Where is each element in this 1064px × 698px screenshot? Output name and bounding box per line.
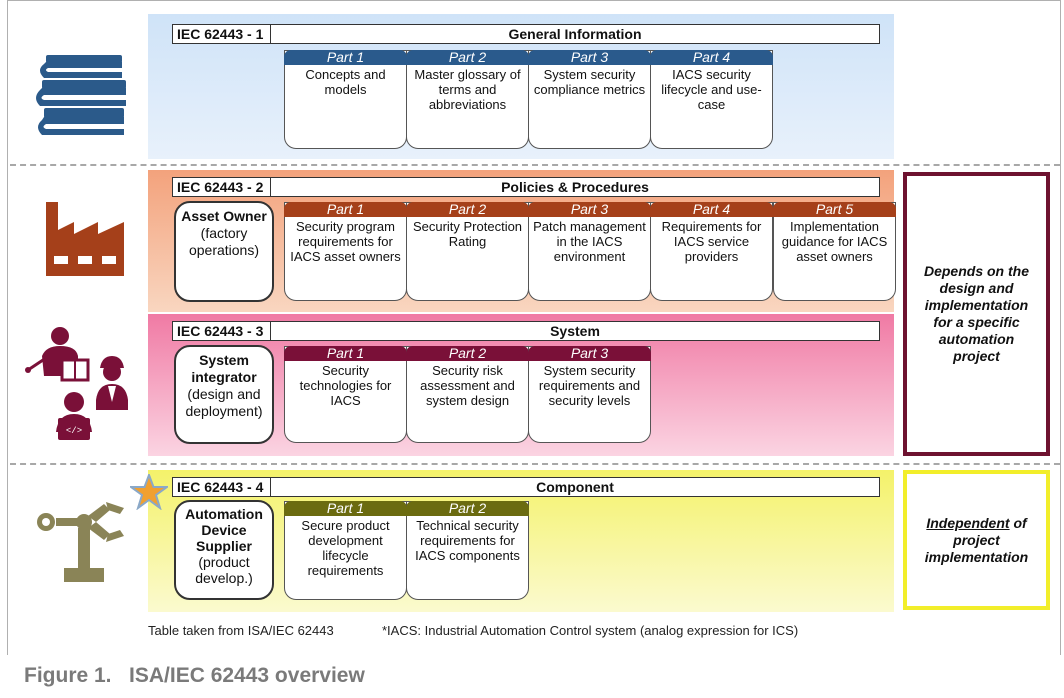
part-label: Part 2 [406, 202, 529, 217]
part-label: Part 4 [650, 50, 773, 65]
group-3-title: System [550, 323, 600, 339]
part-label: Part 1 [284, 50, 407, 65]
actor-desc: (design and deployment) [185, 386, 263, 419]
star-icon [130, 474, 168, 510]
part-text: Security Protection Rating [412, 219, 523, 249]
separator-1 [10, 164, 1060, 166]
part-label: Part 2 [406, 50, 529, 65]
part-text: System security compliance metrics [533, 67, 646, 97]
group-2-title: Policies & Procedures [501, 179, 649, 195]
actor-role: System integrator [191, 352, 257, 385]
group-2-part-2: Part 2 Security Protection Rating [406, 202, 529, 301]
actor-asset-owner: Asset Owner (factory operations) [174, 201, 274, 302]
group-4-part-2: Part 2 Technical security requirements f… [406, 501, 529, 600]
part-label: Part 3 [528, 50, 651, 65]
group-3-standard: IEC 62443 - 3 [173, 322, 271, 340]
actor-role: Asset Owner [181, 208, 267, 224]
part-text: Security technologies for IACS [299, 363, 392, 408]
group-1-title: General Information [508, 26, 642, 42]
robot-arm-icon [37, 502, 124, 582]
group-4-title: Component [536, 479, 614, 495]
group-2-part-1: Part 1 Security program requirements for… [284, 202, 407, 301]
part-text: Patch management in the IACS environment [533, 219, 646, 264]
group-1-part-2: Part 2 Master glossary of terms and abbr… [406, 50, 529, 149]
group-1-standard: IEC 62443 - 1 [173, 25, 271, 43]
group-1-part-1: Part 1 Concepts and models [284, 50, 407, 149]
source-note: Table taken from ISA/IEC 62443 [148, 623, 334, 638]
part-text: Master glossary of terms and abbreviatio… [414, 67, 521, 112]
actor-role: Automation Device Supplier [185, 506, 263, 554]
group-3-header: IEC 62443 - 3 System [172, 321, 880, 341]
figure-caption: Figure 1. ISA/IEC 62443 overview [24, 664, 365, 687]
depends-text: Depends on the design and implementation… [923, 263, 1029, 364]
separator-2 [10, 463, 1060, 465]
iacs-note: *IACS: Industrial Automation Control sys… [382, 623, 799, 638]
part-text: Requirements for IACS service providers [661, 219, 762, 264]
part-text: IACS security lifecycle and use-case [661, 67, 762, 112]
people-icon: </> [25, 327, 128, 440]
part-label: Part 3 [528, 202, 651, 217]
group-3-part-3: Part 3 System security requirements and … [528, 346, 651, 443]
group-4-header: IEC 62443 - 4 Component [172, 477, 880, 497]
part-label: Part 5 [773, 202, 896, 217]
depends-note: Depends on the design and implementation… [903, 172, 1050, 456]
part-label: Part 1 [284, 202, 407, 217]
part-label: Part 2 [406, 346, 529, 361]
actor-system-integrator: System integrator (design and deployment… [174, 345, 274, 444]
actor-desc: (factory operations) [188, 225, 260, 258]
part-label: Part 3 [528, 346, 651, 361]
part-text: Security program requirements for IACS a… [290, 219, 401, 264]
group-4-standard: IEC 62443 - 4 [173, 478, 271, 496]
group-1-header: IEC 62443 - 1 General Information [172, 24, 880, 44]
actor-automation-device-supplier: Automation Device Supplier (product deve… [174, 500, 274, 600]
group-1-part-4: Part 4 IACS security lifecycle and use-c… [650, 50, 773, 149]
independent-text: Independent of project implementation [915, 515, 1038, 566]
part-label: Part 1 [284, 501, 407, 516]
part-text: System security requirements and securit… [538, 363, 641, 408]
part-text: Implementation guidance for IACS asset o… [781, 219, 888, 264]
part-label: Part 1 [284, 346, 407, 361]
part-text: Concepts and models [305, 67, 386, 97]
group-2-standard: IEC 62443 - 2 [173, 178, 271, 196]
part-text: Technical security requirements for IACS… [415, 518, 520, 563]
group-4-part-1: Part 1 Secure product development lifecy… [284, 501, 407, 600]
group-2-part-3: Part 3 Patch management in the IACS envi… [528, 202, 651, 301]
independent-note: Independent of project implementation [903, 470, 1050, 610]
group-2-header: IEC 62443 - 2 Policies & Procedures [172, 177, 880, 197]
group-1-part-3: Part 3 System security compliance metric… [528, 50, 651, 149]
group-2-part-4: Part 4 Requirements for IACS service pro… [650, 202, 773, 301]
independent-word: Independent [926, 514, 1010, 531]
svg-text:</>: </> [66, 426, 82, 436]
books-icon [36, 55, 126, 135]
part-label: Part 2 [406, 501, 529, 516]
figure-frame [7, 0, 1061, 655]
part-label: Part 4 [650, 202, 773, 217]
independent-rest: of project implementation [924, 514, 1029, 565]
group-2-part-5: Part 5 Implementation guidance for IACS … [773, 202, 896, 301]
actor-desc: (product develop.) [195, 554, 253, 586]
part-text: Security risk assessment and system desi… [420, 363, 515, 408]
factory-icon [46, 202, 124, 276]
part-text: Secure product development lifecycle req… [301, 518, 390, 578]
group-3-part-2: Part 2 Security risk assessment and syst… [406, 346, 529, 443]
group-3-part-1: Part 1 Security technologies for IACS [284, 346, 407, 443]
